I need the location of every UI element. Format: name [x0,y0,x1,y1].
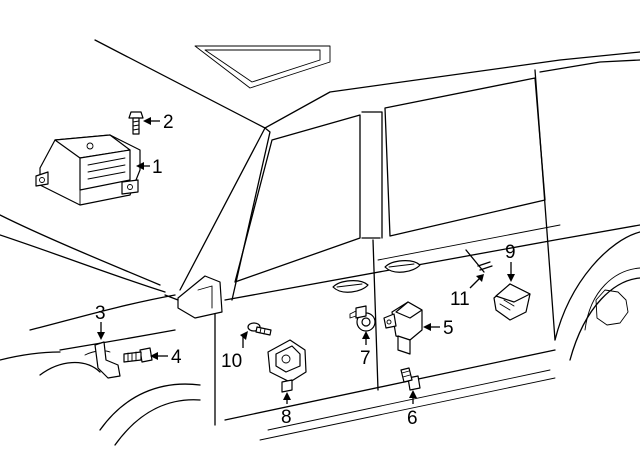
callout-labels: 1 2 3 4 5 6 7 8 9 10 11 [95,112,516,429]
callout-10: 10 [221,351,242,372]
wire-clip [465,249,493,273]
callout-5: 5 [443,318,454,339]
callout-1: 1 [152,157,163,178]
callout-11: 11 [450,289,470,310]
callout-7: 7 [360,348,371,369]
bracket-bolt [123,347,153,363]
callout-3: 3 [95,303,106,324]
sensor-bolt-lower [400,367,421,391]
rear-sensor [493,283,531,321]
front-impact-sensor [267,339,307,393]
leader-arrows [97,117,515,404]
callout-9: 9 [505,242,516,263]
airbag-control-module [35,134,141,206]
callout-4: 4 [171,347,182,368]
sensor-screw [247,322,272,336]
side-impact-sensor [383,301,423,355]
sensor-bolt-washer [349,305,376,332]
module-bolt [128,111,144,135]
vehicle-body-outline [0,39,640,446]
callout-2: 2 [163,112,174,133]
callout-8: 8 [281,407,292,428]
callout-6: 6 [407,408,418,429]
sensor-bracket [94,341,121,379]
